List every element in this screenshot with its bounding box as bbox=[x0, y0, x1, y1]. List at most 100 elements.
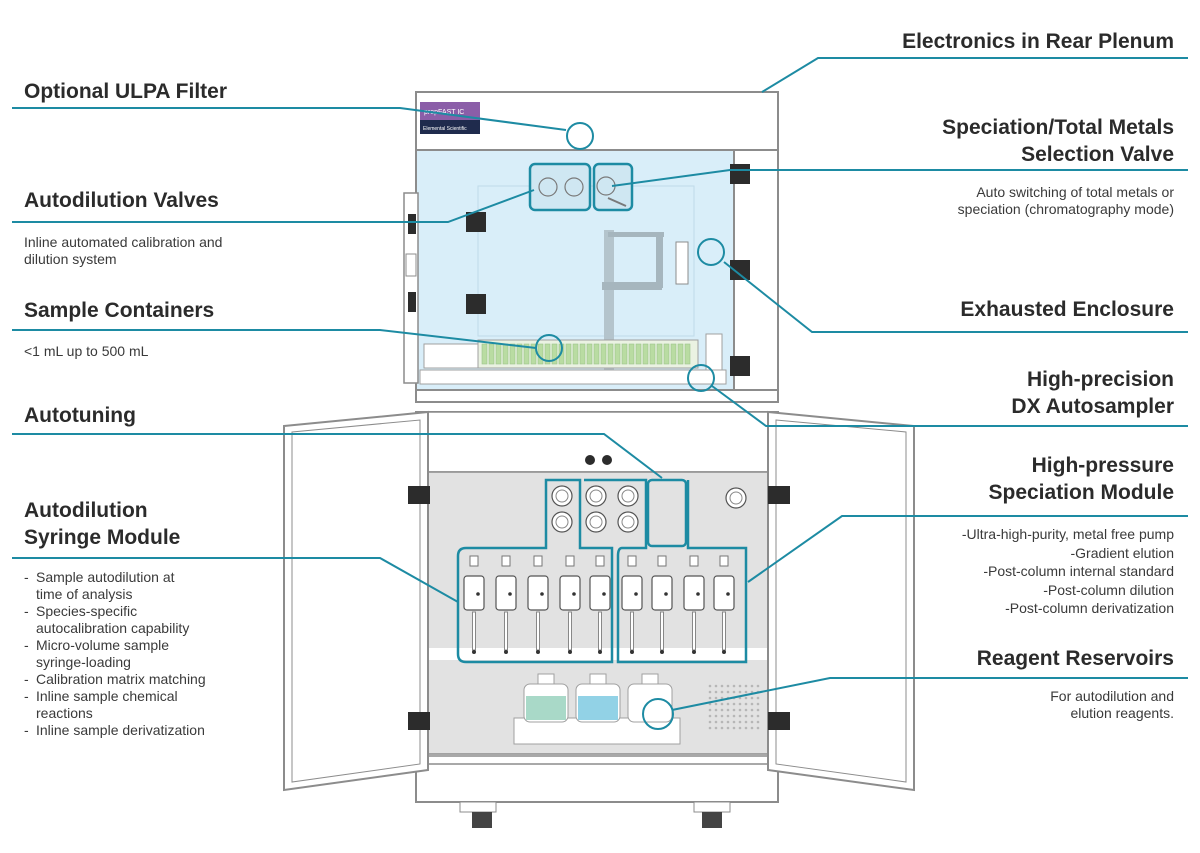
autosampler-label: High-precision DX Autosampler bbox=[760, 366, 1174, 420]
valve-head bbox=[617, 511, 639, 533]
sample-tube bbox=[572, 343, 579, 365]
sample-tube bbox=[656, 343, 663, 365]
callout-lines bbox=[12, 57, 1188, 730]
sample-tube bbox=[495, 343, 502, 365]
sample-tube bbox=[670, 343, 677, 365]
autodilution-valves-description: Inline automated calibration and dilutio… bbox=[24, 234, 222, 268]
sample-containers-label: Sample Containers bbox=[24, 299, 215, 322]
reagent-bottle bbox=[575, 673, 621, 723]
syringe bbox=[683, 555, 705, 654]
reagent-desc-line2: elution reagents. bbox=[1070, 705, 1174, 721]
syringe bbox=[495, 555, 517, 654]
sample-tube bbox=[530, 343, 537, 365]
syringe-feature-text: time of analysis bbox=[36, 586, 133, 602]
sample-tube bbox=[551, 343, 558, 365]
sample-tube bbox=[642, 343, 649, 365]
sample-tube bbox=[516, 343, 523, 365]
syringe bbox=[463, 555, 485, 654]
speciation-feature: -Post-column internal standard bbox=[983, 563, 1174, 579]
sample-tube bbox=[502, 343, 509, 365]
svg-text:Elemental Scientific: Elemental Scientific bbox=[423, 126, 467, 132]
syringe-feature-text: Micro-volume sample bbox=[36, 637, 170, 653]
syringe-feature-text: Inline sample derivatization bbox=[36, 722, 205, 738]
speciation-valve-label-line2: Selection Valve bbox=[1021, 143, 1174, 166]
svg-text:prepFAST IC: prepFAST IC bbox=[424, 109, 464, 116]
syringe bbox=[527, 555, 549, 654]
sample-tube bbox=[579, 343, 586, 365]
syringe bbox=[621, 555, 643, 654]
sample-tube bbox=[565, 343, 572, 365]
sample-tube bbox=[635, 343, 642, 365]
autodilution-valves-label: Autodilution Valves bbox=[24, 189, 219, 212]
syringe bbox=[589, 555, 611, 654]
sample-tube bbox=[544, 343, 551, 365]
syringe-feature-text: reactions bbox=[36, 705, 93, 721]
speciation-valve-label: Speciation/Total Metals Selection Valve bbox=[760, 114, 1174, 168]
syringe-feature-text: autocalibration capability bbox=[36, 620, 190, 636]
sample-tube bbox=[509, 343, 516, 365]
speciation-module-features: -Ultra-high-purity, metal free pump -Gra… bbox=[880, 525, 1174, 618]
autotuning-label: Autotuning bbox=[24, 404, 136, 427]
syringe-pumps bbox=[463, 555, 735, 654]
electronics-label: Electronics in Rear Plenum bbox=[902, 30, 1174, 53]
exhausted-enclosure-label: Exhausted Enclosure bbox=[960, 298, 1174, 321]
syringe-feature-text: Species-specific bbox=[36, 603, 138, 619]
sample-tube bbox=[600, 343, 607, 365]
speciation-feature: -Ultra-high-purity, metal free pump bbox=[961, 526, 1174, 542]
reagent-desc-line1: For autodilution and bbox=[1050, 688, 1174, 704]
speciation-module-label: High-pressure Speciation Module bbox=[760, 452, 1174, 506]
speciation-module-label-line1: High-pressure bbox=[1031, 454, 1174, 477]
autosampler-label-line2: DX Autosampler bbox=[1011, 395, 1174, 418]
valve-heads bbox=[551, 485, 747, 533]
sample-containers-description: <1 mL up to 500 mL bbox=[24, 343, 149, 359]
syringe bbox=[713, 555, 735, 654]
syringe bbox=[559, 555, 581, 654]
instrument-cabinet bbox=[283, 410, 915, 828]
syringe-feature-text: Inline sample chemical bbox=[36, 688, 178, 704]
syringe bbox=[651, 555, 673, 654]
syringe-module-label-line1: Autodilution bbox=[24, 499, 148, 522]
syringe-module-label: Autodilution Syringe Module bbox=[24, 497, 180, 551]
reagent-bottle bbox=[523, 673, 569, 723]
syringe-feature: Calibration matrix matching bbox=[24, 671, 254, 688]
sample-tube bbox=[649, 343, 656, 365]
valve-head bbox=[585, 485, 607, 507]
sample-tube bbox=[586, 343, 593, 365]
syringe-module-label-line2: Syringe Module bbox=[24, 526, 181, 549]
sample-tube bbox=[523, 343, 530, 365]
sample-tube bbox=[607, 343, 614, 365]
sample-tube bbox=[663, 343, 670, 365]
ulpa-filter-label: Optional ULPA Filter bbox=[24, 80, 227, 103]
speciation-feature: -Post-column derivatization bbox=[1005, 600, 1174, 616]
valve-head bbox=[585, 511, 607, 533]
sample-tube bbox=[593, 343, 600, 365]
autodilution-valves-desc-line2: dilution system bbox=[24, 251, 117, 267]
reagent-reservoirs-description: For autodilution and elution reagents. bbox=[760, 688, 1174, 722]
sample-tube bbox=[628, 343, 635, 365]
brand-logo: prepFAST IC Elemental Scientific bbox=[420, 102, 480, 134]
sample-tube bbox=[684, 343, 691, 365]
sample-tube bbox=[614, 343, 621, 365]
sample-tube bbox=[488, 343, 495, 365]
syringe-feature-text: syringe-loading bbox=[36, 654, 131, 670]
reagent-reservoirs-label: Reagent Reservoirs bbox=[976, 647, 1174, 670]
valve-head bbox=[617, 485, 639, 507]
autosampler-label-line1: High-precision bbox=[1026, 368, 1174, 391]
instrument-top-section: prepFAST IC Elemental Scientific bbox=[403, 91, 779, 403]
syringe-feature: Inline sample derivatization bbox=[24, 722, 254, 739]
sample-tube bbox=[537, 343, 544, 365]
autodilution-valves-desc-line1: Inline automated calibration and bbox=[24, 234, 223, 250]
reagent-bottle bbox=[627, 673, 673, 723]
syringe-feature-text: Sample autodilution at bbox=[36, 569, 175, 585]
valve-head bbox=[725, 487, 747, 509]
valve-head bbox=[551, 511, 573, 533]
speciation-feature: -Post-column dilution bbox=[1043, 581, 1174, 598]
speciation-valve-label-line1: Speciation/Total Metals bbox=[942, 116, 1174, 139]
speciation-valve-desc-line1: Auto switching of total metals or bbox=[976, 184, 1174, 200]
